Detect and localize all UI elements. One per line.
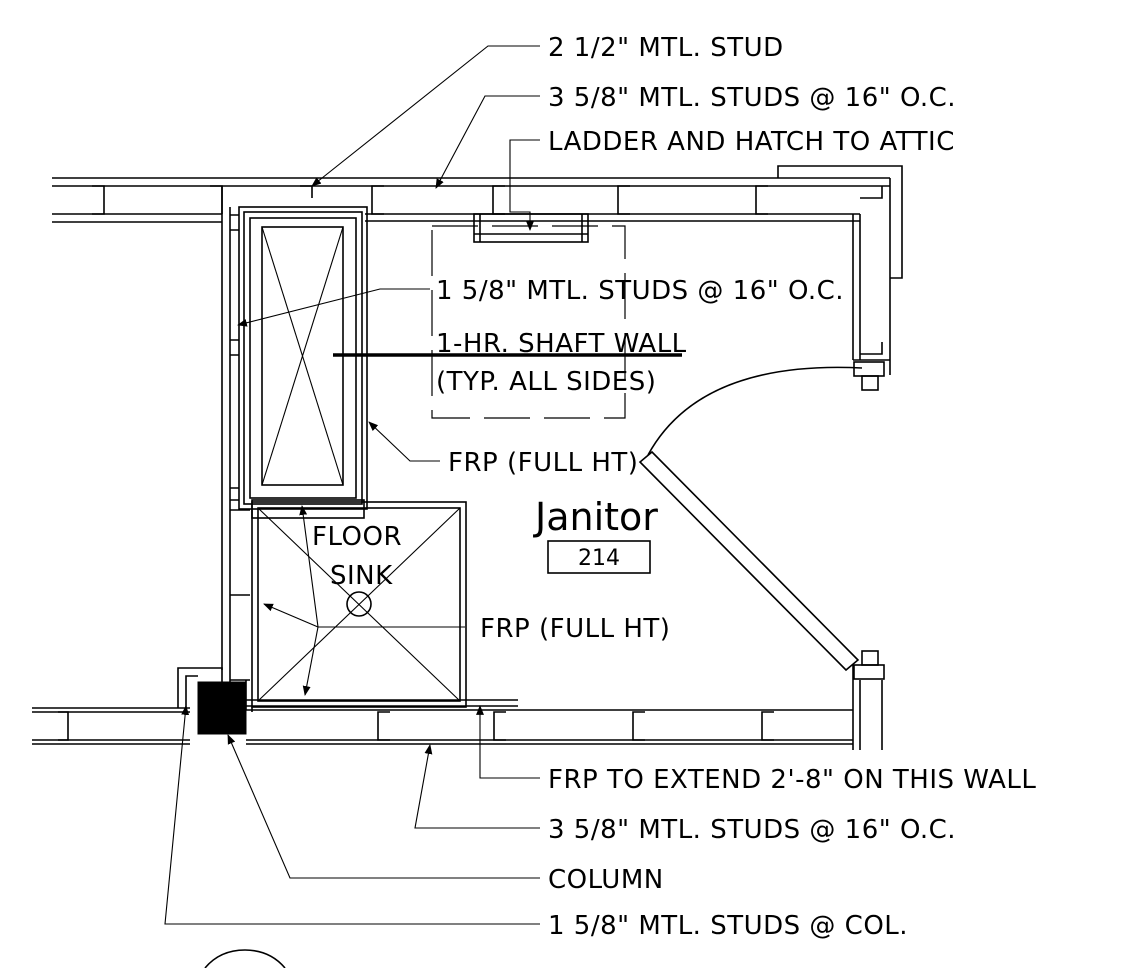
top-wall <box>52 165 903 391</box>
detail-bubble <box>204 949 286 968</box>
note-frp-lower: FRP (FULL HT) <box>480 614 670 644</box>
note-top-studs: 3 5/8" MTL. STUDS @ 16" O.C. <box>548 83 956 113</box>
room-number: 214 <box>578 546 620 571</box>
note-column-studs: 1 5/8" MTL. STUDS @ COL. <box>548 911 908 941</box>
note-bottom-studs: 3 5/8" MTL. STUDS @ 16" O.C. <box>548 815 956 845</box>
note-2-5-stud: 2 1/2" MTL. STUD <box>548 33 784 63</box>
note-frp-upper: FRP (FULL HT) <box>448 448 638 478</box>
note-shaft-wall-2: (TYP. ALL SIDES) <box>436 367 656 397</box>
shaft <box>221 186 368 690</box>
room-number-box <box>547 540 651 574</box>
room-name: Janitor <box>533 495 658 539</box>
note-frp-extend: FRP TO EXTEND 2'-8" ON THIS WALL <box>548 765 1036 795</box>
note-column: COLUMN <box>548 865 664 895</box>
door <box>638 366 863 672</box>
note-floor-sink-2: SINK <box>330 561 393 591</box>
floor-sink <box>230 499 518 712</box>
note-shaft-studs: 1 5/8" MTL. STUDS @ 16" O.C. <box>436 276 844 306</box>
bottom-wall <box>32 650 885 750</box>
note-ladder-hatch: LADDER AND HATCH TO ATTIC <box>548 127 955 157</box>
note-floor-sink-1: FLOOR <box>312 522 402 552</box>
leaders <box>164 45 682 925</box>
note-shaft-wall-1: 1-HR. SHAFT WALL <box>436 329 687 359</box>
